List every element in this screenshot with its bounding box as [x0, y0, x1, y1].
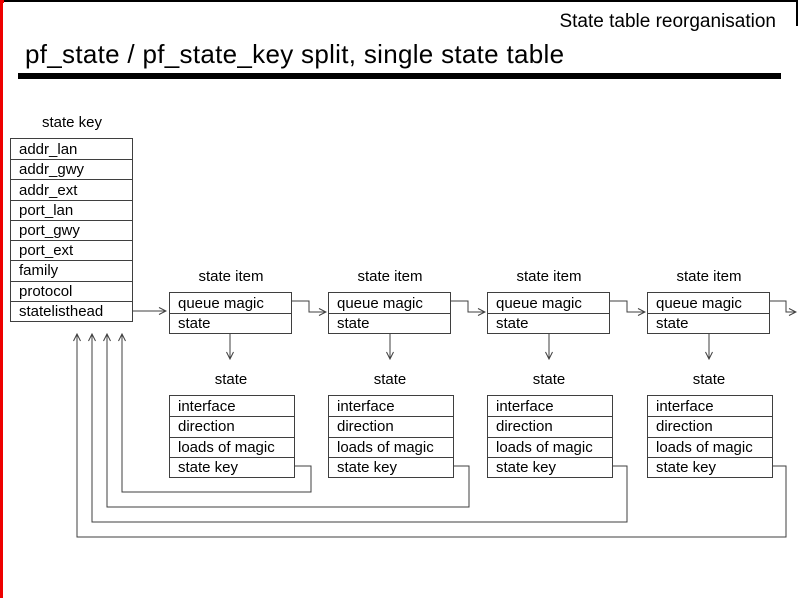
top-right-tick: [796, 0, 798, 26]
direction-cell: direction: [170, 416, 294, 436]
state-pointer-cell: state: [170, 313, 291, 333]
arrow-item1-to-item2: [292, 300, 326, 312]
interface-cell: interface: [178, 397, 236, 415]
state-key-row-addr-lan: addr_lan: [19, 140, 78, 158]
slide-series-label: State table reorganisation: [559, 11, 776, 32]
state-key-pointer-cell: state key: [170, 456, 294, 477]
interface-cell: interface: [656, 397, 714, 415]
state-box-3: interface direction loads of magic state…: [487, 395, 613, 478]
queue-magic-cell: queue magic: [496, 294, 582, 312]
arrow-item2-to-item3: [451, 300, 485, 312]
arrow-item4-next: [770, 300, 796, 312]
arrow-item3-to-item4: [610, 300, 645, 312]
state-key-row-family: family: [11, 260, 132, 280]
queue-magic-cell: queue magic: [656, 294, 742, 312]
state-key-table-label: state key: [41, 114, 103, 131]
state-box-1: interface direction loads of magic state…: [169, 395, 295, 478]
interface-cell: interface: [337, 397, 395, 415]
state-key-pointer-cell: state key: [648, 456, 772, 477]
state-box-2: interface direction loads of magic state…: [328, 395, 454, 478]
state-key-row-statelisthead: statelisthead: [11, 300, 132, 321]
state-key-row-addr-ext: addr_ext: [11, 179, 132, 199]
state-item-label: state item: [198, 268, 264, 285]
state-label: state: [532, 371, 566, 388]
state-label: state: [214, 371, 248, 388]
loads-of-magic-cell: loads of magic: [329, 436, 453, 457]
state-pointer-cell: state: [648, 313, 769, 333]
page-title: pf_state / pf_state_key split, single st…: [25, 39, 565, 69]
state-item-label: state item: [516, 268, 582, 285]
left-red-border: [0, 0, 3, 598]
state-item-box-3: queue magic state: [487, 292, 610, 334]
loads-of-magic-cell: loads of magic: [170, 436, 294, 457]
state-item-label: state item: [676, 268, 742, 285]
title-underline: [18, 73, 781, 79]
state-key-row-port-lan: port_lan: [11, 199, 132, 220]
state-key-row-addr-gwy: addr_gwy: [11, 159, 132, 179]
state-box-4: interface direction loads of magic state…: [647, 395, 773, 478]
state-pointer-cell: state: [329, 313, 450, 333]
state-key-table: addr_lan addr_gwy addr_ext port_lan port…: [10, 138, 133, 322]
state-label: state: [373, 371, 407, 388]
loads-of-magic-cell: loads of magic: [648, 436, 772, 457]
direction-cell: direction: [329, 416, 453, 436]
direction-cell: direction: [488, 416, 612, 436]
interface-cell: interface: [496, 397, 554, 415]
state-item-box-4: queue magic state: [647, 292, 770, 334]
queue-magic-cell: queue magic: [178, 294, 264, 312]
top-border-line: [0, 0, 798, 2]
state-item-box-2: queue magic state: [328, 292, 451, 334]
state-item-box-1: queue magic state: [169, 292, 292, 334]
loads-of-magic-cell: loads of magic: [488, 436, 612, 457]
state-key-pointer-cell: state key: [329, 456, 453, 477]
direction-cell: direction: [648, 416, 772, 436]
top-left-red-corner: [0, 0, 4, 3]
state-key-row-port-ext: port_ext: [11, 240, 132, 260]
queue-magic-cell: queue magic: [337, 294, 423, 312]
state-key-pointer-cell: state key: [488, 456, 612, 477]
state-key-row-protocol: protocol: [11, 280, 132, 301]
state-pointer-cell: state: [488, 313, 609, 333]
state-label: state: [692, 371, 726, 388]
state-key-row-port-gwy: port_gwy: [11, 219, 132, 240]
state-item-label: state item: [357, 268, 423, 285]
